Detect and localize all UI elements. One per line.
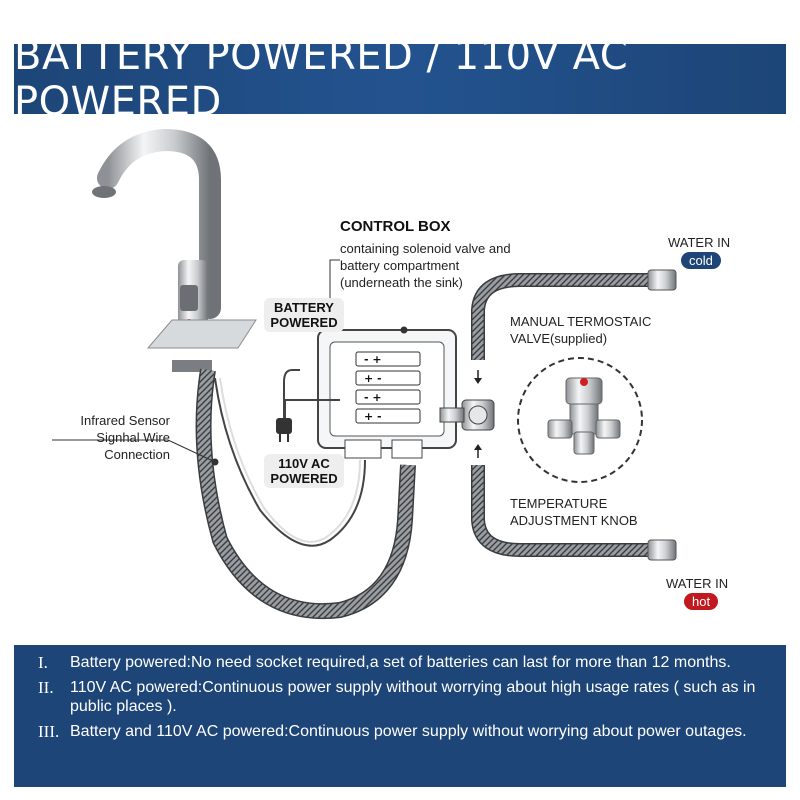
knob-label: TEMPERATURE ADJUSTMENT KNOB xyxy=(510,496,638,528)
water-in-hot-label: WATER IN xyxy=(666,576,729,591)
tee-connector xyxy=(439,370,495,458)
sensor-wire xyxy=(214,377,366,547)
battery-3-polarity: - + xyxy=(364,391,382,404)
title-banner: BATTERY POWERED / 110V AC POWERED xyxy=(14,33,786,125)
battery-2-polarity: + - xyxy=(364,372,382,385)
battery-4-polarity: + - xyxy=(364,410,382,423)
note-numeral: III. xyxy=(38,722,60,741)
hot-badge: hot xyxy=(684,593,719,610)
note-item: I. Battery powered:No need socket requir… xyxy=(38,653,772,672)
note-numeral: I. xyxy=(38,653,48,672)
faucet-icon xyxy=(92,128,257,372)
installation-diagram: - + + - - + + - xyxy=(0,120,800,640)
control-box-description: containing solenoid valve and battery co… xyxy=(340,241,511,290)
note-text: 110V AC powered:Continuous power supply … xyxy=(70,679,756,715)
leader-lines xyxy=(52,259,408,466)
battery-powered-tag: BATTERY POWERED xyxy=(264,298,344,332)
diagram-illustration: - + + - - + + - xyxy=(52,128,677,620)
water-in-cold-label: WATER IN xyxy=(668,235,731,250)
cold-badge: cold xyxy=(681,252,721,269)
battery-pack xyxy=(355,351,421,424)
power-plug-icon xyxy=(276,418,292,442)
note-item: III. Battery and 110V AC powered:Continu… xyxy=(38,722,772,741)
thermostatic-valve-icon xyxy=(517,357,643,483)
sensor-wire-label: Infrared Sensor Signhal Wire Connection xyxy=(80,413,170,462)
braided-hoses xyxy=(195,269,677,620)
page-title: BATTERY POWERED / 110V AC POWERED xyxy=(14,33,629,125)
notes-panel: I. Battery powered:No need socket requir… xyxy=(14,645,786,787)
note-numeral: II. xyxy=(38,678,54,697)
ac-powered-tag: 110V AC POWERED xyxy=(264,454,344,488)
valve-label: MANUAL TERMOSTAIC VALVE(supplied) xyxy=(510,314,652,346)
note-text: Battery and 110V AC powered:Continuous p… xyxy=(70,723,747,740)
note-text: Battery powered:No need socket required,… xyxy=(70,654,731,671)
battery-1-polarity: - + xyxy=(364,353,382,366)
note-item: II. 110V AC powered:Continuous power sup… xyxy=(38,678,772,716)
control-box-title: CONTROL BOX xyxy=(340,218,451,235)
